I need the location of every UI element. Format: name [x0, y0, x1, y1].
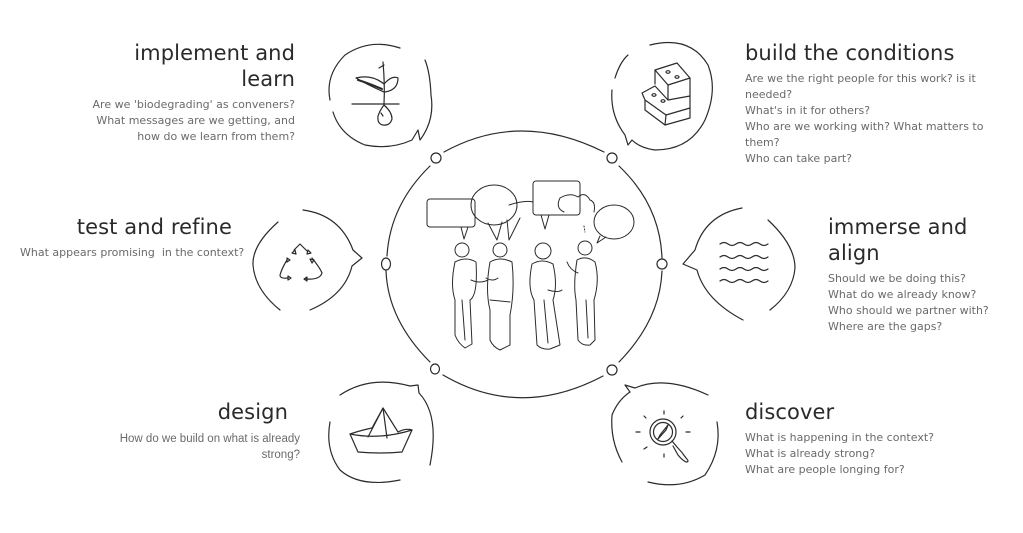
bubble-design: [328, 381, 434, 484]
stage-questions: Are we 'biodegrading' as conveners? What…: [90, 97, 295, 145]
stage-title: build the conditions: [745, 41, 955, 65]
stage-question: What are people longing for?: [745, 463, 905, 476]
conversation-group-icon: [426, 180, 635, 351]
stage-implement-and-learn: implement and learn Are we 'biodegrading…: [90, 40, 295, 145]
cycle-arrows-icon: [279, 243, 323, 282]
stage-question: What is happening in the context?: [745, 431, 934, 444]
stage-questions: Should we be doing this? What do we alre…: [828, 271, 1018, 335]
stage-question: What do we already know?: [828, 288, 977, 301]
stage-questions: How do we build on what is already stron…: [80, 431, 300, 463]
stage-question: What's in it for others?: [745, 104, 871, 117]
waves-icon: [719, 241, 769, 284]
stage-question: What is already strong?: [745, 447, 876, 460]
bubble-immerse: [682, 207, 796, 321]
stage-build-the-conditions: build the conditions Are we the right pe…: [745, 40, 1015, 167]
ring-connector-nodes: [380, 152, 668, 376]
stage-questions: Are we the right people for this work? i…: [745, 71, 1015, 167]
stage-question: Who are we working with? What matters to…: [745, 120, 984, 149]
stage-questions: What appears promising in the context?: [20, 245, 245, 261]
stage-title: test and refine: [76, 215, 232, 239]
bubble-implement: [328, 43, 433, 148]
stage-question: Are we 'biodegrading' as conveners?: [92, 98, 295, 111]
stage-question: What messages are we getting, and: [96, 114, 295, 127]
bubble-discover: [611, 382, 719, 486]
stage-immerse-and-align: immerse and align Should we be doing thi…: [828, 214, 1018, 335]
stage-question: how do we learn from them?: [137, 130, 295, 143]
stage-question: Who should we partner with?: [828, 304, 989, 317]
stage-question: Who can take part?: [745, 152, 853, 165]
stage-question: Should we be doing this?: [828, 272, 966, 285]
stage-questions: What is happening in the context? What i…: [745, 430, 945, 478]
stage-discover: discover What is happening in the contex…: [745, 399, 945, 478]
stage-question: How do we build on what is already stron…: [119, 433, 300, 461]
bubble-test: [252, 209, 363, 311]
building-blocks-icon: [641, 62, 691, 126]
stage-question: Are we the right people for this work? i…: [745, 72, 976, 101]
paper-boat-icon: [349, 407, 413, 454]
bubble-build: [611, 41, 713, 151]
stage-title: discover: [745, 400, 835, 424]
stage-design: design How do we build on what is alread…: [80, 399, 300, 463]
stage-question: What appears promising in the context?: [20, 246, 245, 259]
stage-title: implement and learn: [134, 41, 295, 91]
stage-title: design: [217, 400, 288, 424]
seedling-icon: [351, 61, 400, 126]
stage-test-and-refine: test and refine What appears promising i…: [20, 214, 245, 261]
central-ring: [385, 130, 663, 399]
compass-magnifier-icon: [635, 410, 691, 463]
stage-question: Where are the gaps?: [828, 320, 943, 333]
stage-title: immerse and align: [828, 215, 968, 265]
